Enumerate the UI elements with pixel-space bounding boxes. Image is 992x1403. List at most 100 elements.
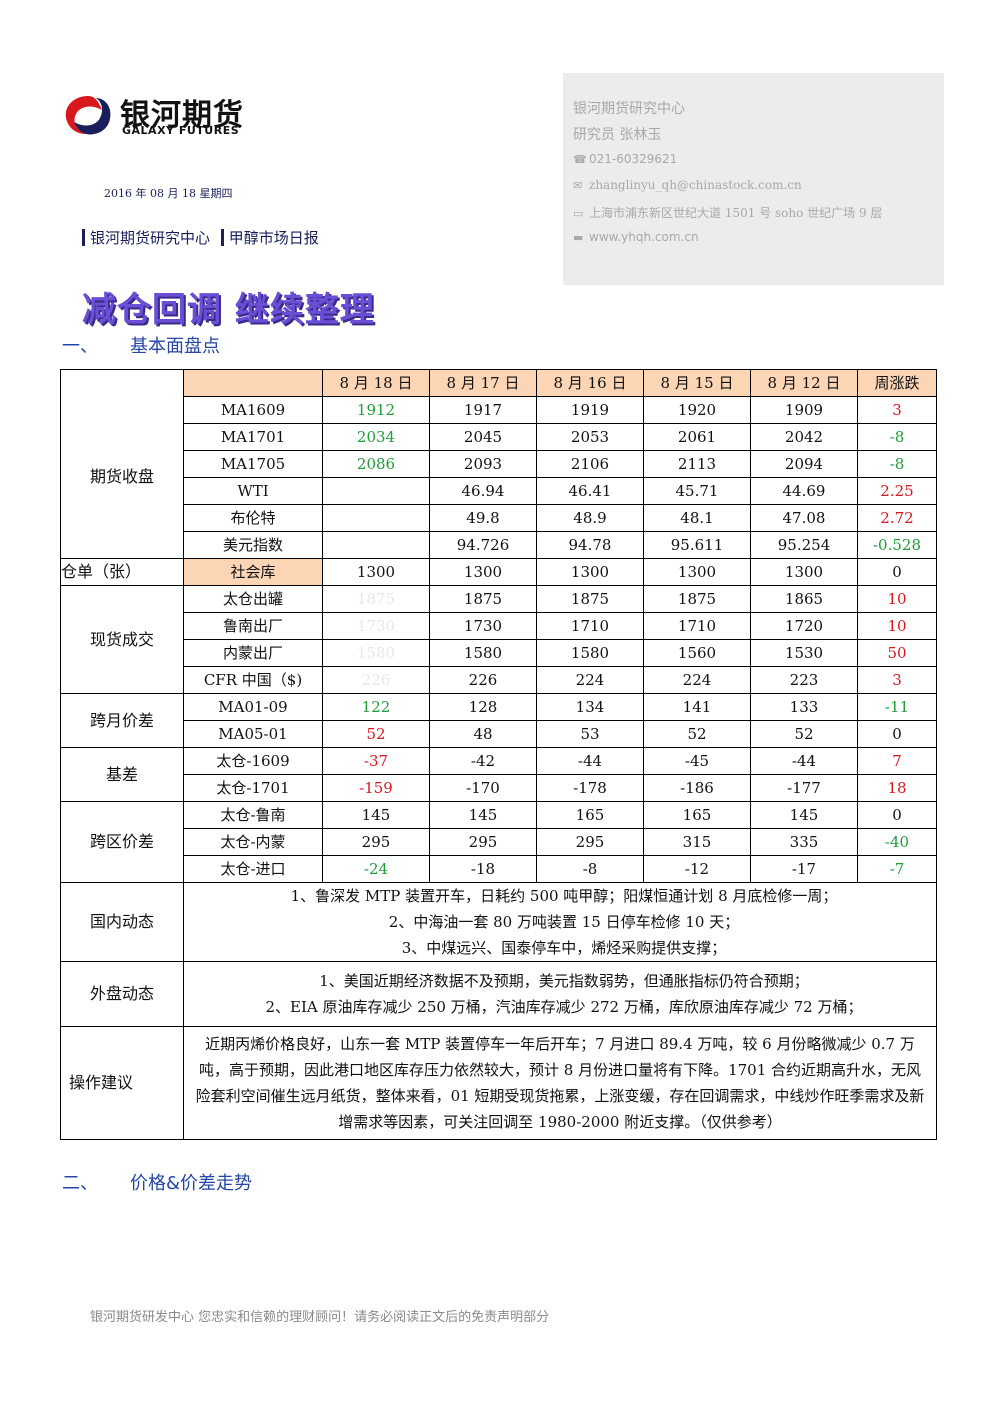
tag-daily-report: 甲醇市场日报 (228, 229, 319, 247)
column-header: 8 月 16 日 (536, 369, 644, 397)
weekly-change-cell: -8 (857, 450, 937, 478)
web-icon: ▬ (573, 231, 584, 244)
value-cell: 1300 (750, 558, 858, 586)
galaxy-logo-icon (65, 96, 111, 135)
table-row: 太仓-进口-24-18-8-12-17-7 (61, 855, 937, 883)
value-cell: 2061 (643, 423, 751, 451)
value-cell: 94.78 (536, 531, 644, 559)
report-title: 减仓回调 继续整理 (82, 290, 375, 330)
value-cell: 2086 (322, 450, 430, 478)
row-label: CFR 中国（$) (183, 666, 323, 694)
text-line: 1、鲁深发 MTP 装置开车，日耗约 500 吨甲醇；阳煤恒通计划 8 月底检修… (290, 887, 838, 905)
value-cell: 1865 (750, 585, 858, 613)
row-category: 外盘动态 (60, 961, 184, 1027)
value-cell: 95.254 (750, 531, 858, 559)
value-cell: 1875 (536, 585, 644, 613)
value-cell: -177 (750, 774, 858, 802)
value-cell: 128 (429, 693, 537, 721)
contact-email: zhanglinyu_qh@chinastock.com.cn (589, 178, 802, 192)
value-cell: 223 (750, 666, 858, 694)
value-cell: 1580 (429, 639, 537, 667)
value-cell: 1300 (643, 558, 751, 586)
value-cell: 1909 (750, 396, 858, 424)
advice-text: 近期丙烯价格良好，山东一套 MTP 装置停车一年后开车；7 月进口 89.4 万… (183, 1026, 937, 1140)
weekly-change-cell: 0 (857, 558, 937, 586)
value-cell: -159 (322, 774, 430, 802)
value-cell: -8 (536, 855, 644, 883)
value-cell: 1300 (429, 558, 537, 586)
weekly-change-cell: 10 (857, 612, 937, 640)
value-cell: -17 (750, 855, 858, 883)
value-cell: 52 (322, 720, 430, 748)
row-label: 太仓-进口 (183, 855, 323, 883)
value-cell (322, 504, 430, 532)
value-cell: 224 (643, 666, 751, 694)
row-label: 内蒙出厂 (183, 639, 323, 667)
weekly-change-cell: 7 (857, 747, 937, 775)
value-cell: 48 (429, 720, 537, 748)
row-label: 太仓-鲁南 (183, 801, 323, 829)
value-cell: -12 (643, 855, 751, 883)
value-cell: 2113 (643, 450, 751, 478)
value-cell: 94.726 (429, 531, 537, 559)
contact-address: 上海市浦东新区世纪大道 1501 号 soho 世纪广场 9 层 (589, 206, 883, 220)
value-cell: 44.69 (750, 477, 858, 505)
row-label: MA1609 (183, 396, 323, 424)
column-header: 8 月 12 日 (750, 369, 858, 397)
weekly-change-cell: 50 (857, 639, 937, 667)
value-cell: 1720 (750, 612, 858, 640)
value-cell: 1580 (536, 639, 644, 667)
row-label: 美元指数 (183, 531, 323, 559)
value-cell: 1530 (750, 639, 858, 667)
row-label: MA1701 (183, 423, 323, 451)
value-cell: 2094 (750, 450, 858, 478)
weekly-change-cell: -11 (857, 693, 937, 721)
column-header: 8 月 15 日 (643, 369, 751, 397)
value-cell: 295 (536, 828, 644, 856)
value-cell: 224 (536, 666, 644, 694)
value-cell (322, 531, 430, 559)
logo-name-en: GALAXY FUTURES (122, 124, 240, 137)
value-cell: -170 (429, 774, 537, 802)
value-cell: 1917 (429, 396, 537, 424)
value-cell: 1919 (536, 396, 644, 424)
section-number: 二、 (62, 1173, 98, 1194)
value-cell: 48.9 (536, 504, 644, 532)
value-cell: 335 (750, 828, 858, 856)
section-number: 一、 (62, 336, 98, 357)
value-cell (322, 477, 430, 505)
weekly-change-cell: 10 (857, 585, 937, 613)
row-category: 国内动态 (60, 882, 184, 962)
contact-web-line: ▬www.yhqh.com.cn (573, 230, 699, 244)
value-cell: 1300 (322, 558, 430, 586)
value-cell: 1875 (322, 585, 430, 613)
value-cell: 1920 (643, 396, 751, 424)
row-category: 操作建议 (60, 1026, 184, 1140)
column-header: 8 月 18 日 (322, 369, 430, 397)
row-category: 现货成交 (60, 585, 184, 694)
row-label: 太仓-内蒙 (183, 828, 323, 856)
header-empty-cell (183, 369, 323, 397)
value-cell: -178 (536, 774, 644, 802)
value-cell: 45.71 (643, 477, 751, 505)
row-label: 太仓-1609 (183, 747, 323, 775)
value-cell: -42 (429, 747, 537, 775)
value-cell: 2106 (536, 450, 644, 478)
text-line: 3、中煤远兴、国泰停车中，烯烃采购提供支撑； (401, 939, 727, 957)
email-icon: ✉ (573, 179, 583, 192)
value-cell: 1730 (322, 612, 430, 640)
value-cell: -37 (322, 747, 430, 775)
